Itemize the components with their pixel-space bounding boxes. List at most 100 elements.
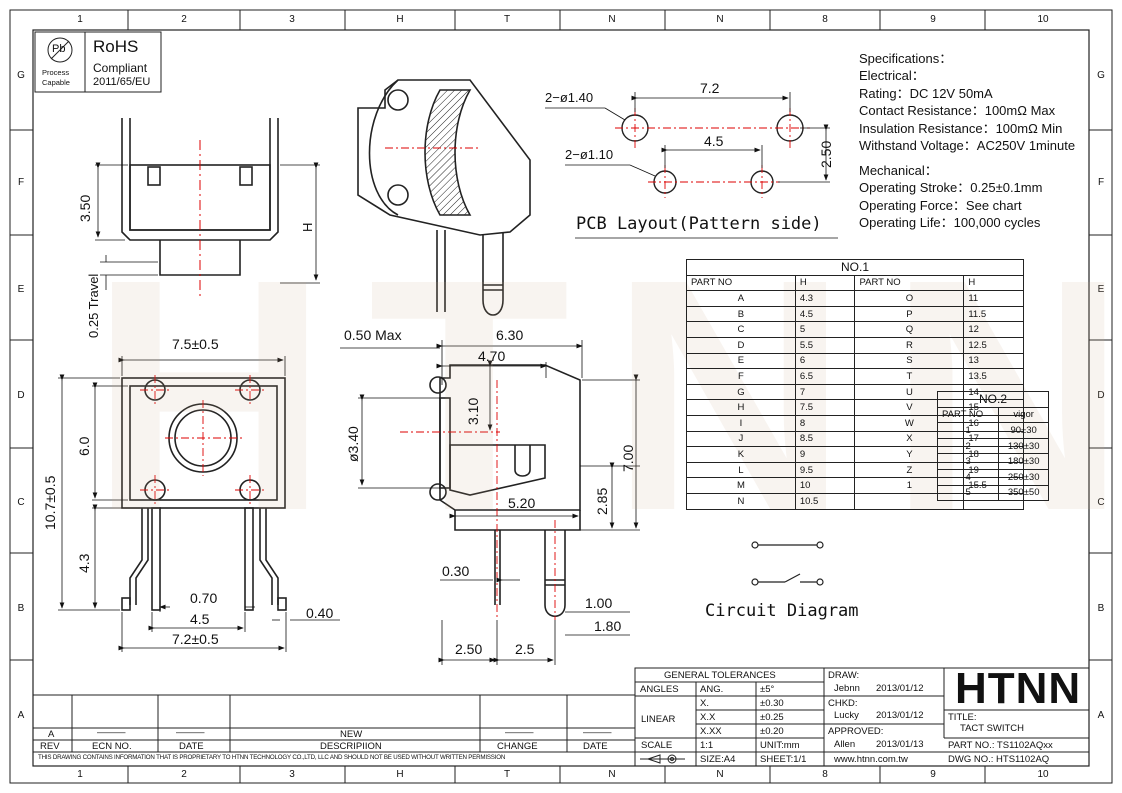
table1-cell: 9 <box>794 446 856 463</box>
dim-050: 0.50 Max <box>344 327 402 343</box>
tb-part-no: PART NO.: TS1102AQxx <box>948 740 1053 751</box>
rev-change: ——— <box>505 727 534 738</box>
table1-cell: H <box>686 399 796 416</box>
zone-row-g: G <box>17 70 25 81</box>
table1-cell: 4.5 <box>794 305 856 323</box>
dim-h: H <box>300 222 315 232</box>
rohs-title: RoHS <box>93 37 139 56</box>
dim-180: 1.80 <box>594 618 622 634</box>
rohs-compliant: Compliant <box>93 61 148 75</box>
dim-310: 3.10 <box>465 397 481 425</box>
table1-cell: 10 <box>794 477 856 494</box>
zone-col-3: 3 <box>289 14 295 25</box>
tb-draw-date: 2013/01/12 <box>876 683 924 694</box>
spec-line-2: Rating：DC 12V 50mA <box>859 86 993 101</box>
zone-col-7-bottom: N <box>716 769 724 780</box>
table2-cell: 5 <box>936 484 1000 502</box>
rev-h-date: DATE <box>179 741 204 752</box>
zone-col-9: 9 <box>930 14 936 25</box>
tb-chkd-date: 2013/01/12 <box>876 710 924 721</box>
table1-cell: 11 <box>963 290 1024 307</box>
tb-xx: X.X <box>700 712 716 723</box>
table1-cell: T <box>854 368 965 385</box>
table1-cell: 8 <box>794 414 856 432</box>
pcb-layout <box>621 114 804 194</box>
table1-cell: I <box>686 414 796 432</box>
spec-line-8: Operating Force：See chart <box>859 198 1022 213</box>
table1-cell: P <box>854 305 965 323</box>
dim-72: 7.2±0.5 <box>172 631 219 647</box>
rev-ecn: ——— <box>97 727 126 738</box>
tb-approved: APPROVED: <box>828 726 884 737</box>
tb-title-val: TACT SWITCH <box>960 723 1025 734</box>
zone-col-4-bottom: H <box>396 769 404 780</box>
dim-520: 5.20 <box>508 495 536 511</box>
table1-h1: H <box>794 274 856 292</box>
spec-line-7: Operating Stroke：0.25±0.1mm <box>859 180 1043 195</box>
table1-cell: M <box>686 477 796 494</box>
disclaimer: THIS DRAWING CONTAINS INFORMATION THAT I… <box>38 754 506 761</box>
table1-cell: E <box>686 352 796 370</box>
table1-cell: 12.5 <box>963 336 1024 354</box>
tb-general-tol: GENERAL TOLERANCES <box>664 670 776 681</box>
table1-cell: 5 <box>794 321 856 338</box>
table2-cell: 4 <box>936 468 1000 486</box>
tb-unit: UNIT:mm <box>760 740 800 751</box>
tb-chkd: CHKD: <box>828 698 858 709</box>
tb-brand: HTNN <box>955 664 1082 713</box>
dim-107: 10.7±0.5 <box>42 475 58 530</box>
table1-cell: O <box>854 290 965 307</box>
zone-col-6: N <box>608 14 616 25</box>
tb-draw: DRAW: <box>828 670 860 681</box>
zone-ticks <box>10 10 1112 783</box>
table1-cell: G <box>686 383 796 401</box>
dim-43: 4.3 <box>76 553 92 573</box>
zone-row-g-right: G <box>1097 70 1105 81</box>
zone-col-6-bottom: N <box>608 769 616 780</box>
zone-col-7: N <box>716 14 724 25</box>
zone-row-e-right: E <box>1097 284 1105 295</box>
rev-date: ——— <box>176 727 205 738</box>
rev-h-change: CHANGE <box>497 741 538 752</box>
circuit-title: Circuit Diagram <box>705 601 859 621</box>
tb-chkd-name: Lucky <box>834 710 859 721</box>
projection-symbol <box>640 754 685 764</box>
tb-title-label: TITLE: <box>948 712 977 723</box>
zone-col-8: 8 <box>822 14 828 25</box>
dim-travel: 0.25 Travel <box>86 273 101 338</box>
spec-line-0: Specifications： <box>859 51 953 66</box>
zone-row-b-right: B <box>1097 603 1105 614</box>
table1-h2: PART NO <box>854 274 965 292</box>
table1-cell: Q <box>854 321 965 338</box>
table1-cell: 6 <box>794 352 856 370</box>
table2-title: NO.2 <box>937 391 1049 408</box>
table1-cell: 11.5 <box>963 305 1024 323</box>
table1-cell: 12 <box>963 321 1024 338</box>
tb-sheet: SHEET:1/1 <box>760 754 807 765</box>
pcb-title: PCB Layout(Pattern side) <box>576 214 822 234</box>
dim-25: 2.5 <box>515 641 535 657</box>
table2-cell: 130±30 <box>998 437 1049 455</box>
side-view-upper <box>357 79 531 316</box>
table2-cell: 90±30 <box>998 422 1049 439</box>
dim-75: 7.5±0.5 <box>172 336 219 352</box>
table1-cell: 10.5 <box>794 492 856 510</box>
dim-070: 0.70 <box>190 590 218 606</box>
tb-appr-date: 2013/01/13 <box>876 739 924 750</box>
circuit-symbols <box>751 541 824 586</box>
pcb-dim-72: 7.2 <box>700 80 720 96</box>
table1-cell: F <box>686 368 796 385</box>
pcb-hole-small: 2−ø1.10 <box>565 147 614 162</box>
tb-size: SIZE:A4 <box>700 754 736 765</box>
